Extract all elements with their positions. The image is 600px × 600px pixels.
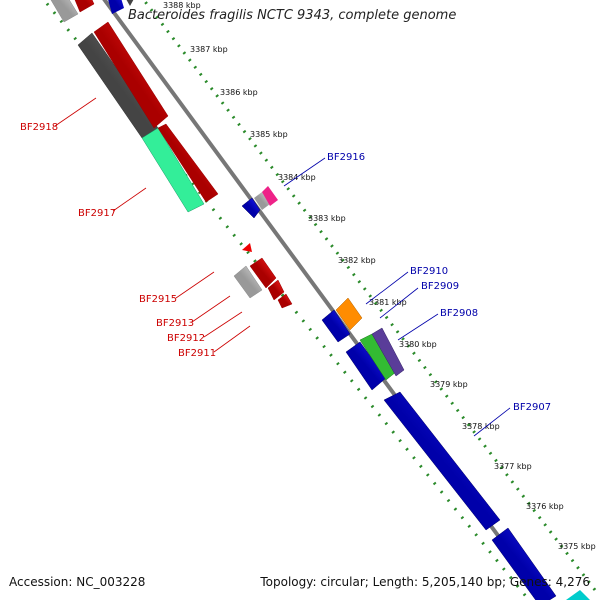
genome-summary: Topology: circular; Length: 5,205,140 bp… [260,575,590,589]
gene-BF2918-red [93,21,169,129]
gene-small-red-triangle [242,243,252,252]
tick-label: 3383 kbp [308,214,346,223]
gene-block-red-top [74,0,95,13]
forward-strand-genes [108,0,590,600]
tick-label: 3388 kbp [163,1,201,10]
leader-BF2907 [473,407,511,437]
gene-labels: BF2918 BF2917 BF2915 BF2913 BF2912 BF291… [20,122,551,413]
tick-label: 3386 kbp [220,88,258,97]
leader-BF2918 [54,97,97,127]
leader-BF2909 [379,287,419,319]
tick-label: 3382 kbp [338,256,376,265]
leader-BF2913 [191,295,231,323]
tick-label: 3378 kbp [462,422,500,431]
tick-label: 3376 kbp [526,502,564,511]
tick-labels: 3388 kbp 3387 kbp 3386 kbp 3385 kbp 3384… [163,1,596,551]
gene-BF2908-purple [371,327,405,377]
label-leaders [54,97,511,437]
gene-block-blue-top [108,0,124,14]
gene-BF2915-lightgray [233,265,263,299]
tick-label: 3379 kbp [430,380,468,389]
reverse-strand-genes [50,0,293,309]
gene-label-BF2913: BF2913 [156,318,194,329]
gene-label-BF2907: BF2907 [513,402,551,413]
gene-label-BF2911: BF2911 [178,348,216,359]
leader-BF2910 [365,271,409,305]
accession-label: Accession: NC_003228 [9,575,146,589]
gene-bottom-blue [491,527,557,600]
gene-BF2912-red [267,279,285,301]
gene-label-BF2909: BF2909 [421,281,459,292]
leader-BF2912 [203,311,243,338]
gene-BF2913-red [249,257,277,289]
gene-BF2907-blue [383,391,501,531]
leader-BF2916 [283,157,326,187]
gene-BF2916-lightgray [254,192,270,210]
gene-label-BF2908: BF2908 [440,308,478,319]
gene-BF2917-teal [141,127,205,213]
leader-BF2915 [175,271,215,299]
gene-label-BF2910: BF2910 [410,266,448,277]
gene-label-BF2917: BF2917 [78,208,116,219]
tick-label: 3387 kbp [190,45,228,54]
tick-label: 3377 kbp [494,462,532,471]
gene-BF2916-magenta [262,186,278,206]
gene-label-BF2918: BF2918 [20,122,58,133]
gene-label-BF2915: BF2915 [139,294,177,305]
leader-BF2911 [213,325,251,353]
gene-bottom-cyan [566,590,590,600]
gene-block-gray-top [126,0,134,6]
gene-BF2917-red [157,123,219,203]
tick-label: 3375 kbp [558,542,596,551]
gene-label-BF2916: BF2916 [327,152,365,163]
gene-BF2910-blue [321,309,351,343]
gene-BF2911-red [277,293,293,309]
gene-block-lightgray-top [50,0,79,23]
tick-label: 3385 kbp [250,130,288,139]
tick-label: 3380 kbp [399,340,437,349]
gene-BF2916-blue [241,197,261,219]
map-title: Bacteroides fragilis NCTC 9343, complete… [128,8,457,23]
gene-BF2910-orange [335,297,363,331]
leader-BF2908 [397,313,439,341]
gene-label-BF2912: BF2912 [167,333,205,344]
leader-BF2917 [112,187,147,212]
tick-label: 3381 kbp [369,298,407,307]
